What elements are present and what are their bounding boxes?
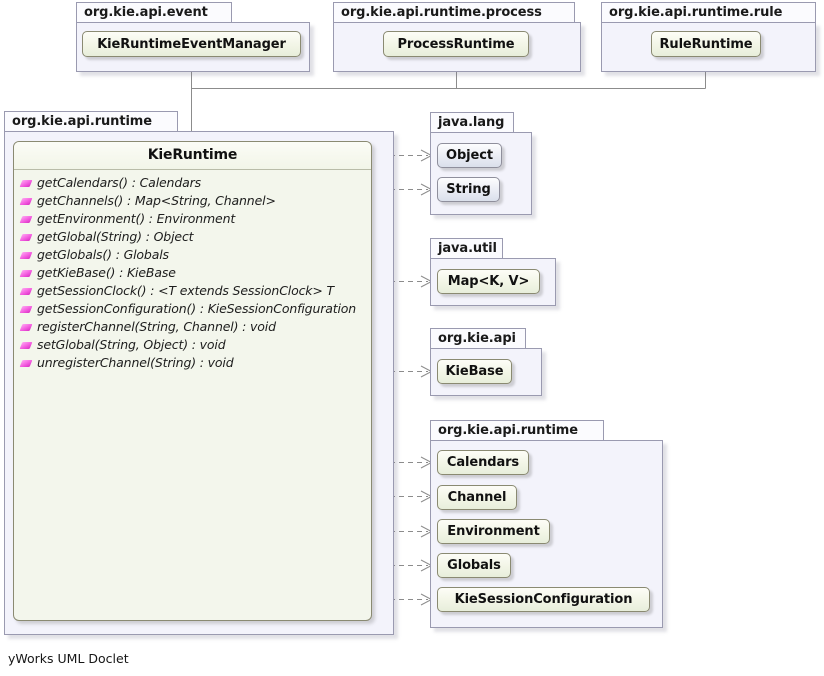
node-globals[interactable]: Globals xyxy=(437,553,511,578)
member-signature: getGlobal(String) : Object xyxy=(37,229,194,244)
footer-credit: yWorks UML Doclet xyxy=(8,651,129,666)
method-icon xyxy=(19,215,33,223)
member-row[interactable]: getKieBase() : KieBase xyxy=(14,264,371,282)
node-kieruntimeeventmanager[interactable]: KieRuntimeEventManager xyxy=(82,31,301,57)
node-label: Channel xyxy=(447,490,507,505)
node-label: Calendars xyxy=(446,455,520,470)
member-signature: getChannels() : Map<String, Channel> xyxy=(37,193,276,208)
member-row[interactable]: getCalendars() : Calendars xyxy=(14,174,371,192)
member-row[interactable]: getSessionConfiguration() : KieSessionCo… xyxy=(14,300,371,318)
node-kiebase[interactable]: KieBase xyxy=(437,359,512,384)
node-label: KieBase xyxy=(445,364,504,379)
node-kiesessionconfiguration[interactable]: KieSessionConfiguration xyxy=(437,587,650,612)
package-title-runtime-main: org.kie.api.runtime xyxy=(4,111,178,132)
node-environment[interactable]: Environment xyxy=(437,519,550,544)
member-row[interactable]: getGlobals() : Globals xyxy=(14,246,371,264)
node-label: Environment xyxy=(447,524,540,539)
node-label: String xyxy=(446,182,491,197)
method-icon xyxy=(19,269,33,277)
class-title: KieRuntime xyxy=(14,142,371,170)
package-title-process: org.kie.api.runtime.process xyxy=(333,2,575,23)
node-label: Object xyxy=(446,148,493,163)
member-signature: unregisterChannel(String) : void xyxy=(37,355,234,370)
node-label: KieSessionConfiguration xyxy=(454,592,633,607)
method-icon xyxy=(19,287,33,295)
node-ruleruntime[interactable]: RuleRuntime xyxy=(651,31,761,57)
member-signature: getSessionConfiguration() : KieSessionCo… xyxy=(37,301,357,316)
method-icon xyxy=(19,197,33,205)
member-signature: getSessionClock() : <T extends SessionCl… xyxy=(37,283,335,298)
node-label: KieRuntimeEventManager xyxy=(97,36,286,52)
node-calendars[interactable]: Calendars xyxy=(437,450,529,475)
member-row[interactable]: getEnvironment() : Environment xyxy=(14,210,371,228)
node-label: RuleRuntime xyxy=(659,36,753,52)
member-signature: setGlobal(String, Object) : void xyxy=(37,337,226,352)
node-object[interactable]: Object xyxy=(437,143,502,168)
method-icon xyxy=(19,341,33,349)
method-icon xyxy=(19,251,33,259)
member-list: getCalendars() : Calendars getChannels()… xyxy=(14,170,371,372)
node-channel[interactable]: Channel xyxy=(437,485,517,510)
member-signature: getGlobals() : Globals xyxy=(37,247,169,262)
member-row[interactable]: getSessionClock() : <T extends SessionCl… xyxy=(14,282,371,300)
method-icon xyxy=(19,359,33,367)
member-row[interactable]: getChannels() : Map<String, Channel> xyxy=(14,192,371,210)
member-signature: getEnvironment() : Environment xyxy=(37,211,236,226)
class-kieruntime[interactable]: KieRuntime getCalendars() : Calendars ge… xyxy=(13,141,372,621)
method-icon xyxy=(19,305,33,313)
member-row[interactable]: unregisterChannel(String) : void xyxy=(14,354,371,372)
method-icon xyxy=(19,179,33,187)
method-icon xyxy=(19,323,33,331)
package-title-java-util: java.util xyxy=(430,238,503,259)
generalization-bus xyxy=(191,70,706,89)
package-title-java-lang: java.lang xyxy=(430,112,514,133)
package-title-runtime-right: org.kie.api.runtime xyxy=(430,420,604,441)
package-org-kie-api-runtime-rule: org.kie.api.runtime.rule xyxy=(601,2,819,72)
node-label: ProcessRuntime xyxy=(397,36,515,52)
method-icon xyxy=(19,233,33,241)
node-string[interactable]: String xyxy=(437,177,500,202)
node-label: Globals xyxy=(447,558,501,573)
member-signature: getKieBase() : KieBase xyxy=(37,265,176,280)
package-title-event: org.kie.api.event xyxy=(76,2,232,23)
member-signature: registerChannel(String, Channel) : void xyxy=(37,319,276,334)
member-signature: getCalendars() : Calendars xyxy=(37,175,201,190)
package-title-rule: org.kie.api.runtime.rule xyxy=(601,2,816,23)
node-label: Map<K, V> xyxy=(447,274,530,289)
member-row[interactable]: setGlobal(String, Object) : void xyxy=(14,336,371,354)
package-title-org-kie-api: org.kie.api xyxy=(430,328,526,349)
member-row[interactable]: registerChannel(String, Channel) : void xyxy=(14,318,371,336)
node-processruntime[interactable]: ProcessRuntime xyxy=(383,31,529,57)
member-row[interactable]: getGlobal(String) : Object xyxy=(14,228,371,246)
node-map[interactable]: Map<K, V> xyxy=(437,269,540,294)
